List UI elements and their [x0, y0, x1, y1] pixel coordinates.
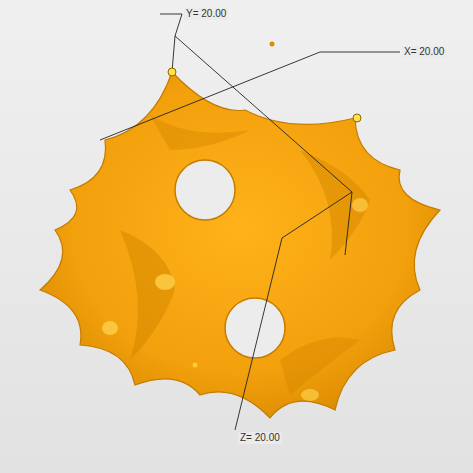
point-marker: [193, 363, 198, 368]
vertex-marker: [353, 114, 361, 122]
dimension-label: Z= 20.00: [238, 432, 282, 444]
gyroid-body: [40, 72, 440, 418]
dimension-label: X= 20.00: [402, 46, 446, 58]
surface-shading: [300, 150, 370, 260]
surface-shading: [150, 115, 250, 150]
leader-line: [100, 52, 400, 140]
hole: [175, 160, 235, 220]
surface-shading: [280, 338, 360, 396]
dimension-label: Y= 20.00: [184, 8, 228, 20]
leader-line: [172, 36, 175, 72]
highlight: [301, 389, 319, 401]
point-marker: [270, 42, 275, 47]
highlight: [352, 198, 368, 212]
leader-line: [160, 14, 352, 192]
surface-shading: [120, 230, 175, 360]
highlight: [102, 321, 118, 335]
leader-line: [235, 192, 352, 430]
highlight: [155, 274, 175, 290]
vertex-marker: [168, 68, 176, 76]
bounding-box-lines: [100, 14, 400, 430]
